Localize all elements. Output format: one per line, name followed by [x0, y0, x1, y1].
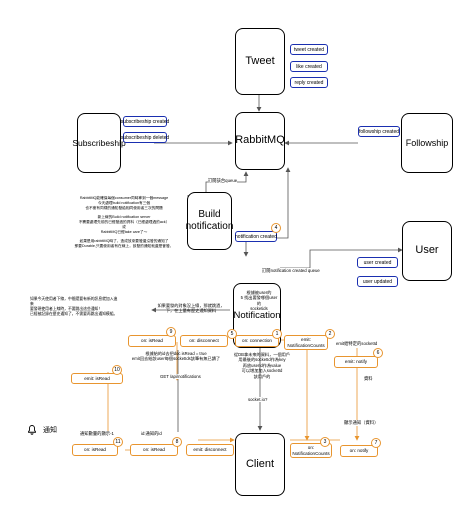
note-isread-desc: 根據給的id去把doc isRead = true emit回去給該user每個…	[131, 351, 221, 362]
note-rabbitmq-desc: RabbitMQ能確保每個consumer同時拿到一個message 今天處理b…	[74, 196, 174, 249]
tag-subscribeship-created: subscribeship created	[121, 116, 169, 127]
badge-3: 3	[320, 437, 330, 447]
note-subscribe-queue: 訂閱該台queue	[208, 178, 238, 184]
followship-service[interactable]: Followship	[401, 113, 453, 173]
badge-5: 5	[227, 329, 237, 339]
event-emit-isread: emit: isRead	[71, 373, 123, 384]
event-emit-notification-counts-top: emit: NotificationCounts	[284, 335, 328, 350]
tag-notification-created: notification created	[235, 231, 277, 242]
tag-tweet-created: tweet created	[290, 44, 328, 55]
bell-icon	[28, 425, 36, 435]
badge-6: 6	[373, 348, 383, 358]
event-on-disconnect-top: on: disconnect	[180, 335, 228, 347]
tweet-service[interactable]: Tweet	[235, 28, 285, 95]
badge-10: 10	[112, 365, 122, 375]
event-on-isread-top: on: isRead	[128, 335, 176, 347]
event-on-connection: on: connection	[235, 335, 279, 347]
rabbitmq-broker[interactable]: RabbitMQ	[235, 112, 285, 170]
badge-1: 1	[272, 329, 282, 339]
tag-followship-created: followship created	[358, 126, 400, 137]
note-socket-io: socket.io?	[248, 397, 268, 402]
note-notify-offline: 如果要發的對象沒上線，那就跳過， 下，在上量有歷史通知資料	[157, 303, 225, 314]
event-on-notification-counts: on: NotificationCounts	[290, 443, 332, 458]
tag-subscribeship-deleted: subscribeship deleted	[121, 132, 169, 143]
event-on-isread-mid: on: isRead	[130, 444, 178, 456]
tag-user-created: user created	[357, 257, 398, 268]
note-notification-created-queue: 訂閱notification created queue	[262, 268, 320, 274]
subscribeship-service[interactable]: Subscribeship	[72, 113, 126, 173]
note-notify-count-unread: 通知數量的顯示-1	[80, 431, 114, 437]
badge-2: 2	[325, 329, 335, 339]
tag-user-updated: user updated	[357, 276, 398, 287]
note-get-notifications: GET /api/notifications	[160, 374, 201, 379]
badge-4: 4	[271, 223, 281, 233]
note-isread-id: id:通知的id	[141, 431, 162, 437]
tag-like-created: like created	[290, 61, 328, 72]
user-service[interactable]: User	[402, 221, 452, 281]
note-notification-desc: 根據被user的 5 找出要發哪個user的 socketids	[240, 290, 278, 312]
event-on-isread-bottom: on: isRead	[72, 444, 118, 456]
build-notification-service[interactable]: Build notification	[186, 192, 233, 250]
notify-label: 通知	[43, 427, 57, 434]
badge-8: 8	[172, 437, 182, 447]
tag-reply-created: reply created	[290, 77, 328, 88]
note-connection-desc: 從DB拿未來的資料，一個用戶 用最後的socketId作為key 再放userI…	[233, 352, 291, 379]
event-on-notify: on: notify	[340, 445, 378, 457]
badge-11: 11	[113, 437, 123, 447]
note-user-offline: 如果今天使用者下線，中間還要有新的訊息就加入進 來 要發現使用者上線時，不要跳出…	[30, 297, 118, 316]
client-app[interactable]: Client	[235, 433, 285, 496]
note-data: 資料	[364, 376, 373, 382]
event-emit-disconnect: emit: disconnect	[186, 444, 234, 456]
note-display-notify: 顯示通知（資料）	[344, 420, 379, 426]
badge-7: 7	[371, 438, 381, 448]
event-emit-notify-top: emit: notify	[334, 356, 378, 368]
note-emit-socket-ids: emit給特定的socketId	[336, 341, 378, 347]
badge-9: 9	[166, 327, 176, 337]
